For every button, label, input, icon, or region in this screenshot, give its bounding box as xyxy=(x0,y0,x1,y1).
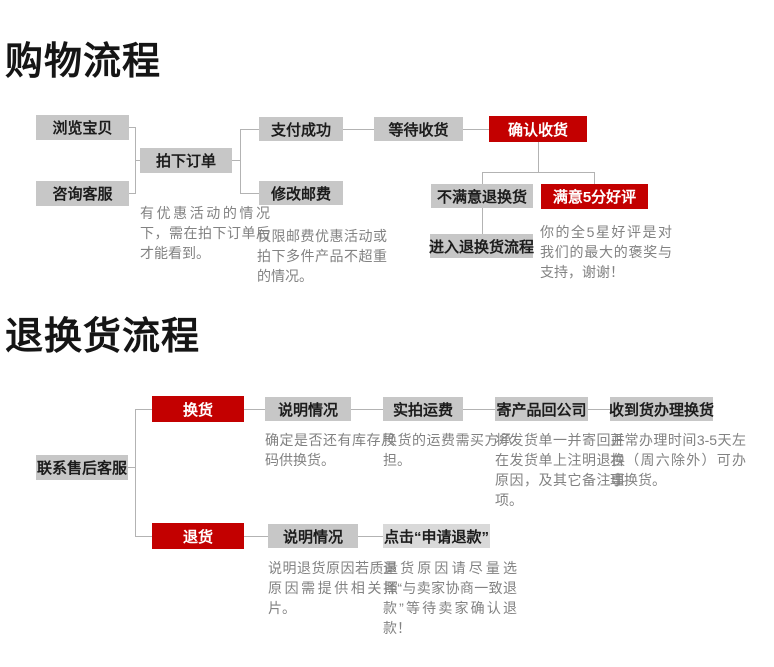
connector-line xyxy=(594,172,595,184)
connector-line xyxy=(129,127,136,128)
note-send-back: 将发货单一并寄回并在发货单上注明退换原因，及其它备注事项。 xyxy=(495,432,625,508)
connector-line xyxy=(244,536,268,537)
note-actual-freight: 换货的运费需买方承担。 xyxy=(383,432,513,468)
connector-line xyxy=(244,409,265,410)
flow-node-exchange: 换货 xyxy=(152,396,244,422)
connector-line xyxy=(135,536,152,537)
flow-node-confirm-receipt: 确认收货 xyxy=(489,116,587,142)
note-place-order: 有优惠活动的情况下，需在拍下订单后才能看到。 xyxy=(140,205,270,261)
connector-line xyxy=(129,193,136,194)
flow-node-receive-exchange: 收到货办理换货 xyxy=(609,397,714,421)
flow-node-browse-items: 浏览宝贝 xyxy=(36,115,129,140)
connector-line xyxy=(135,160,140,161)
flow-node-consult-service: 咨询客服 xyxy=(36,181,129,206)
connector-line xyxy=(135,409,136,536)
flow-node-explain-exchange: 说明情况 xyxy=(265,397,351,421)
connector-line xyxy=(538,142,539,172)
connector-line xyxy=(135,409,152,410)
connector-line xyxy=(240,193,259,194)
connector-line xyxy=(482,172,483,184)
connector-line xyxy=(240,129,241,194)
connector-line xyxy=(128,467,135,468)
note-explain-exchange: 确定是否还有库存尺码供换货。 xyxy=(265,432,395,468)
flow-node-actual-freight: 实拍运费 xyxy=(383,397,463,421)
section-title-return-process: 退换货流程 xyxy=(5,316,201,358)
flow-node-click-apply-refund: 点击“申请退款” xyxy=(383,524,490,548)
flow-node-place-order: 拍下订单 xyxy=(140,148,232,173)
connector-line xyxy=(463,129,489,130)
connector-line xyxy=(232,160,240,161)
flow-node-modify-postage: 修改邮费 xyxy=(259,181,343,205)
note-click-apply-refund: 退货原因请尽量选择“与卖家协商一致退款”等待卖家确认退款！ xyxy=(383,560,517,636)
connector-line xyxy=(463,409,495,410)
flow-node-payment-success: 支付成功 xyxy=(259,117,343,141)
flow-node-contact-aftersales: 联系售后客服 xyxy=(36,455,128,480)
connector-line xyxy=(482,172,594,173)
connector-line xyxy=(240,129,259,130)
flow-node-explain-return: 说明情况 xyxy=(268,524,358,548)
note-modify-postage: 仅限邮费优惠活动或拍下多件产品不超重的情况。 xyxy=(257,228,387,284)
connector-line xyxy=(358,536,383,537)
flow-node-send-back: 寄产品回公司 xyxy=(495,397,588,421)
connector-line xyxy=(588,409,610,410)
connector-line xyxy=(482,208,483,234)
flow-node-satisfied-rating: 满意5分好评 xyxy=(541,184,648,209)
flow-node-wait-delivery: 等待收货 xyxy=(374,117,463,141)
note-receive-exchange: 正常办理时间3-5天左右（周六除外）可办理换货。 xyxy=(610,432,746,488)
connector-line xyxy=(343,129,374,130)
section-title-shopping-process: 购物流程 xyxy=(5,41,162,83)
flow-node-return: 退货 xyxy=(152,523,244,549)
note-explain-return: 说明退货原因若质量原因需提供相关照片。 xyxy=(268,560,398,616)
note-satisfied-rating: 你的全5星好评是对我们的最大的褒奖与支持，谢谢！ xyxy=(540,224,672,280)
flow-node-enter-return-process: 进入退换货流程 xyxy=(429,234,534,258)
connector-line xyxy=(351,409,383,410)
flow-node-unsatisfied-return: 不满意退换货 xyxy=(431,184,533,208)
